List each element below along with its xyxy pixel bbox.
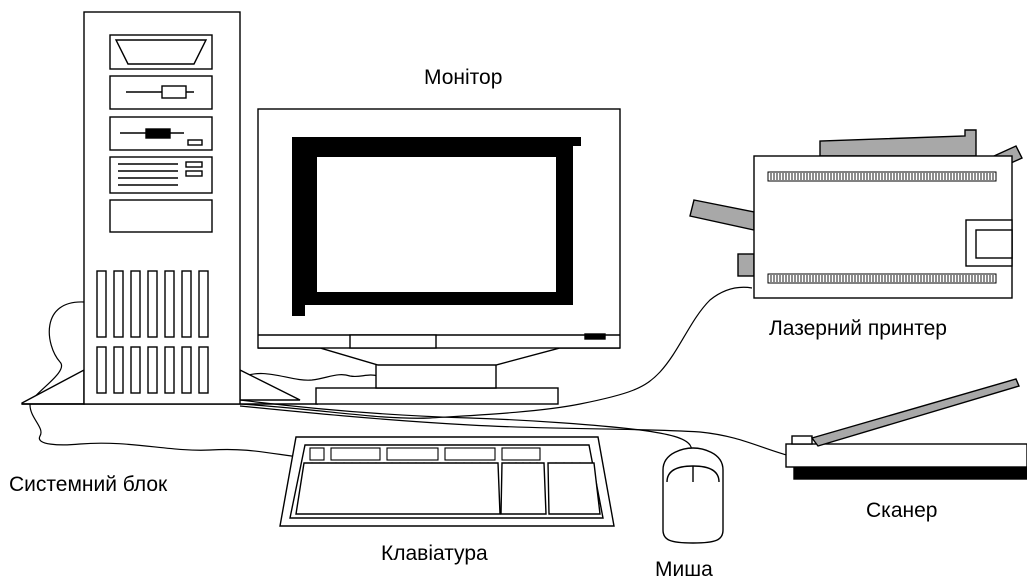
escape-key bbox=[310, 448, 324, 460]
vent-slot bbox=[165, 271, 174, 337]
mouse-label: Миша bbox=[655, 559, 713, 580]
function-key-group bbox=[502, 448, 540, 460]
vent-slot bbox=[114, 271, 123, 337]
tower-vents bbox=[97, 271, 106, 337]
scanner bbox=[786, 379, 1027, 479]
mouse bbox=[663, 448, 723, 543]
monitor-cable bbox=[240, 373, 378, 380]
vent-slot bbox=[165, 347, 174, 393]
monitor-label: Монітор bbox=[424, 67, 502, 88]
system-unit-label: Системний блок bbox=[9, 474, 167, 495]
function-key-group bbox=[445, 448, 495, 460]
vent-slot bbox=[131, 347, 140, 393]
scanner-label: Сканер bbox=[866, 500, 937, 521]
vent-slot bbox=[97, 347, 106, 393]
scanner-lid bbox=[812, 379, 1019, 446]
vent-slot bbox=[131, 271, 140, 337]
vent-slot bbox=[199, 347, 208, 393]
keyboard bbox=[280, 437, 614, 526]
mouse-body bbox=[663, 448, 723, 543]
printer-label: Лазерний принтер bbox=[769, 318, 947, 339]
vent-slot bbox=[182, 271, 191, 337]
vent-slot bbox=[148, 347, 157, 393]
scanner-base-shadow bbox=[794, 467, 1027, 479]
monitor-screen bbox=[317, 157, 556, 292]
tower-base bbox=[22, 370, 84, 404]
function-key-group bbox=[387, 448, 438, 460]
vent-slot bbox=[114, 347, 123, 393]
function-key-group bbox=[331, 448, 380, 460]
laser-printer bbox=[690, 130, 1022, 298]
vent-slot bbox=[148, 271, 157, 337]
scanner-body bbox=[786, 444, 1027, 467]
monitor-foot bbox=[316, 388, 558, 404]
monitor bbox=[258, 109, 620, 404]
vent-slot bbox=[182, 347, 191, 393]
vent-slot bbox=[199, 271, 208, 337]
keyboard-label: Клавіатура bbox=[381, 543, 488, 564]
